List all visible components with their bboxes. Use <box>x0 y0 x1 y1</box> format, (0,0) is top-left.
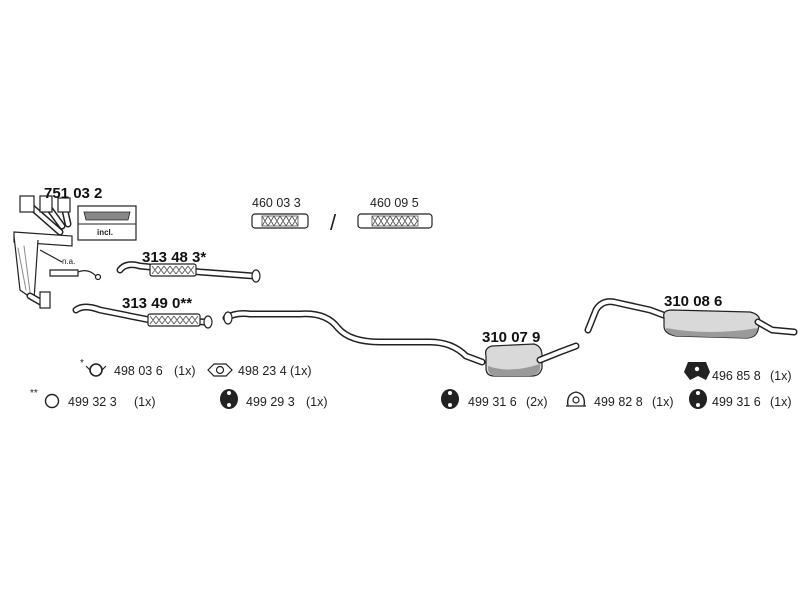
o-ring-icon <box>44 393 60 409</box>
part-item[interactable]: * 498 03 6 (1x) <box>80 358 196 378</box>
part-number: 499 29 3 <box>246 395 295 409</box>
front-pipe-a-number: 313 48 3* <box>142 249 206 266</box>
rubber-mount-icon <box>441 389 459 409</box>
flex-pipe-2-number: 460 09 5 <box>370 196 419 210</box>
flex-pipe-2[interactable] <box>357 213 433 229</box>
separator-slash: / <box>330 210 337 235</box>
part-item[interactable]: 496 85 8 (1x) <box>684 362 792 383</box>
front-pipe-a[interactable] <box>116 261 261 283</box>
rubber-mount-icon <box>220 389 238 409</box>
flex-pipe-1-number: 460 03 3 <box>252 196 301 210</box>
lambda-sensor <box>39 249 102 281</box>
part-quantity: (1x) <box>652 395 674 409</box>
part-number: 499 31 6 <box>712 395 761 409</box>
part-marker: * <box>80 358 84 369</box>
hanger-icon <box>684 362 710 380</box>
part-number: 496 85 8 <box>712 369 761 383</box>
rubber-mount-icon <box>689 389 707 409</box>
part-item[interactable]: 498 23 4 (1x) <box>207 363 312 378</box>
part-quantity: (1x) <box>174 364 196 378</box>
ring-clamp-icon <box>85 363 107 377</box>
part-number: 499 31 6 <box>468 395 517 409</box>
flange-gasket-icon <box>566 391 586 407</box>
included-parts-box: incl. <box>77 205 137 241</box>
gasket-icon <box>207 363 233 377</box>
part-item[interactable]: ** 499 32 3 (1x) <box>30 388 156 409</box>
exhaust-manifold[interactable] <box>13 195 73 309</box>
rear-silencer[interactable] <box>584 298 798 339</box>
flex-pipe-1[interactable] <box>251 213 309 229</box>
part-number: 498 03 6 <box>114 364 163 378</box>
incl-label: incl. <box>97 228 113 237</box>
part-number: 499 82 8 <box>594 395 643 409</box>
part-quantity: (1x) <box>134 395 156 409</box>
front-pipe-b-number: 313 49 0** <box>122 295 192 312</box>
part-number: 498 23 4 <box>238 364 287 378</box>
part-item[interactable]: 499 82 8 (1x) <box>566 391 674 409</box>
part-number: 499 32 3 <box>68 395 117 409</box>
rear-silencer-number: 310 08 6 <box>664 293 722 310</box>
middle-silencer-number: 310 07 9 <box>482 329 540 346</box>
part-quantity: (2x) <box>526 395 548 409</box>
manifold-part-number: 751 03 2 <box>44 185 102 202</box>
part-item[interactable]: 499 31 6 (1x) <box>689 389 792 409</box>
not-available-label: n.a. <box>62 257 75 266</box>
part-quantity: (1x) <box>290 364 312 378</box>
part-item[interactable]: 499 29 3 (1x) <box>220 389 328 409</box>
part-quantity: (1x) <box>306 395 328 409</box>
middle-silencer[interactable] <box>222 310 580 377</box>
part-item[interactable]: 499 31 6 (2x) <box>441 389 548 409</box>
front-pipe-b[interactable] <box>72 303 213 329</box>
part-quantity: (1x) <box>770 395 792 409</box>
part-marker: ** <box>30 388 38 399</box>
part-quantity: (1x) <box>770 369 792 383</box>
